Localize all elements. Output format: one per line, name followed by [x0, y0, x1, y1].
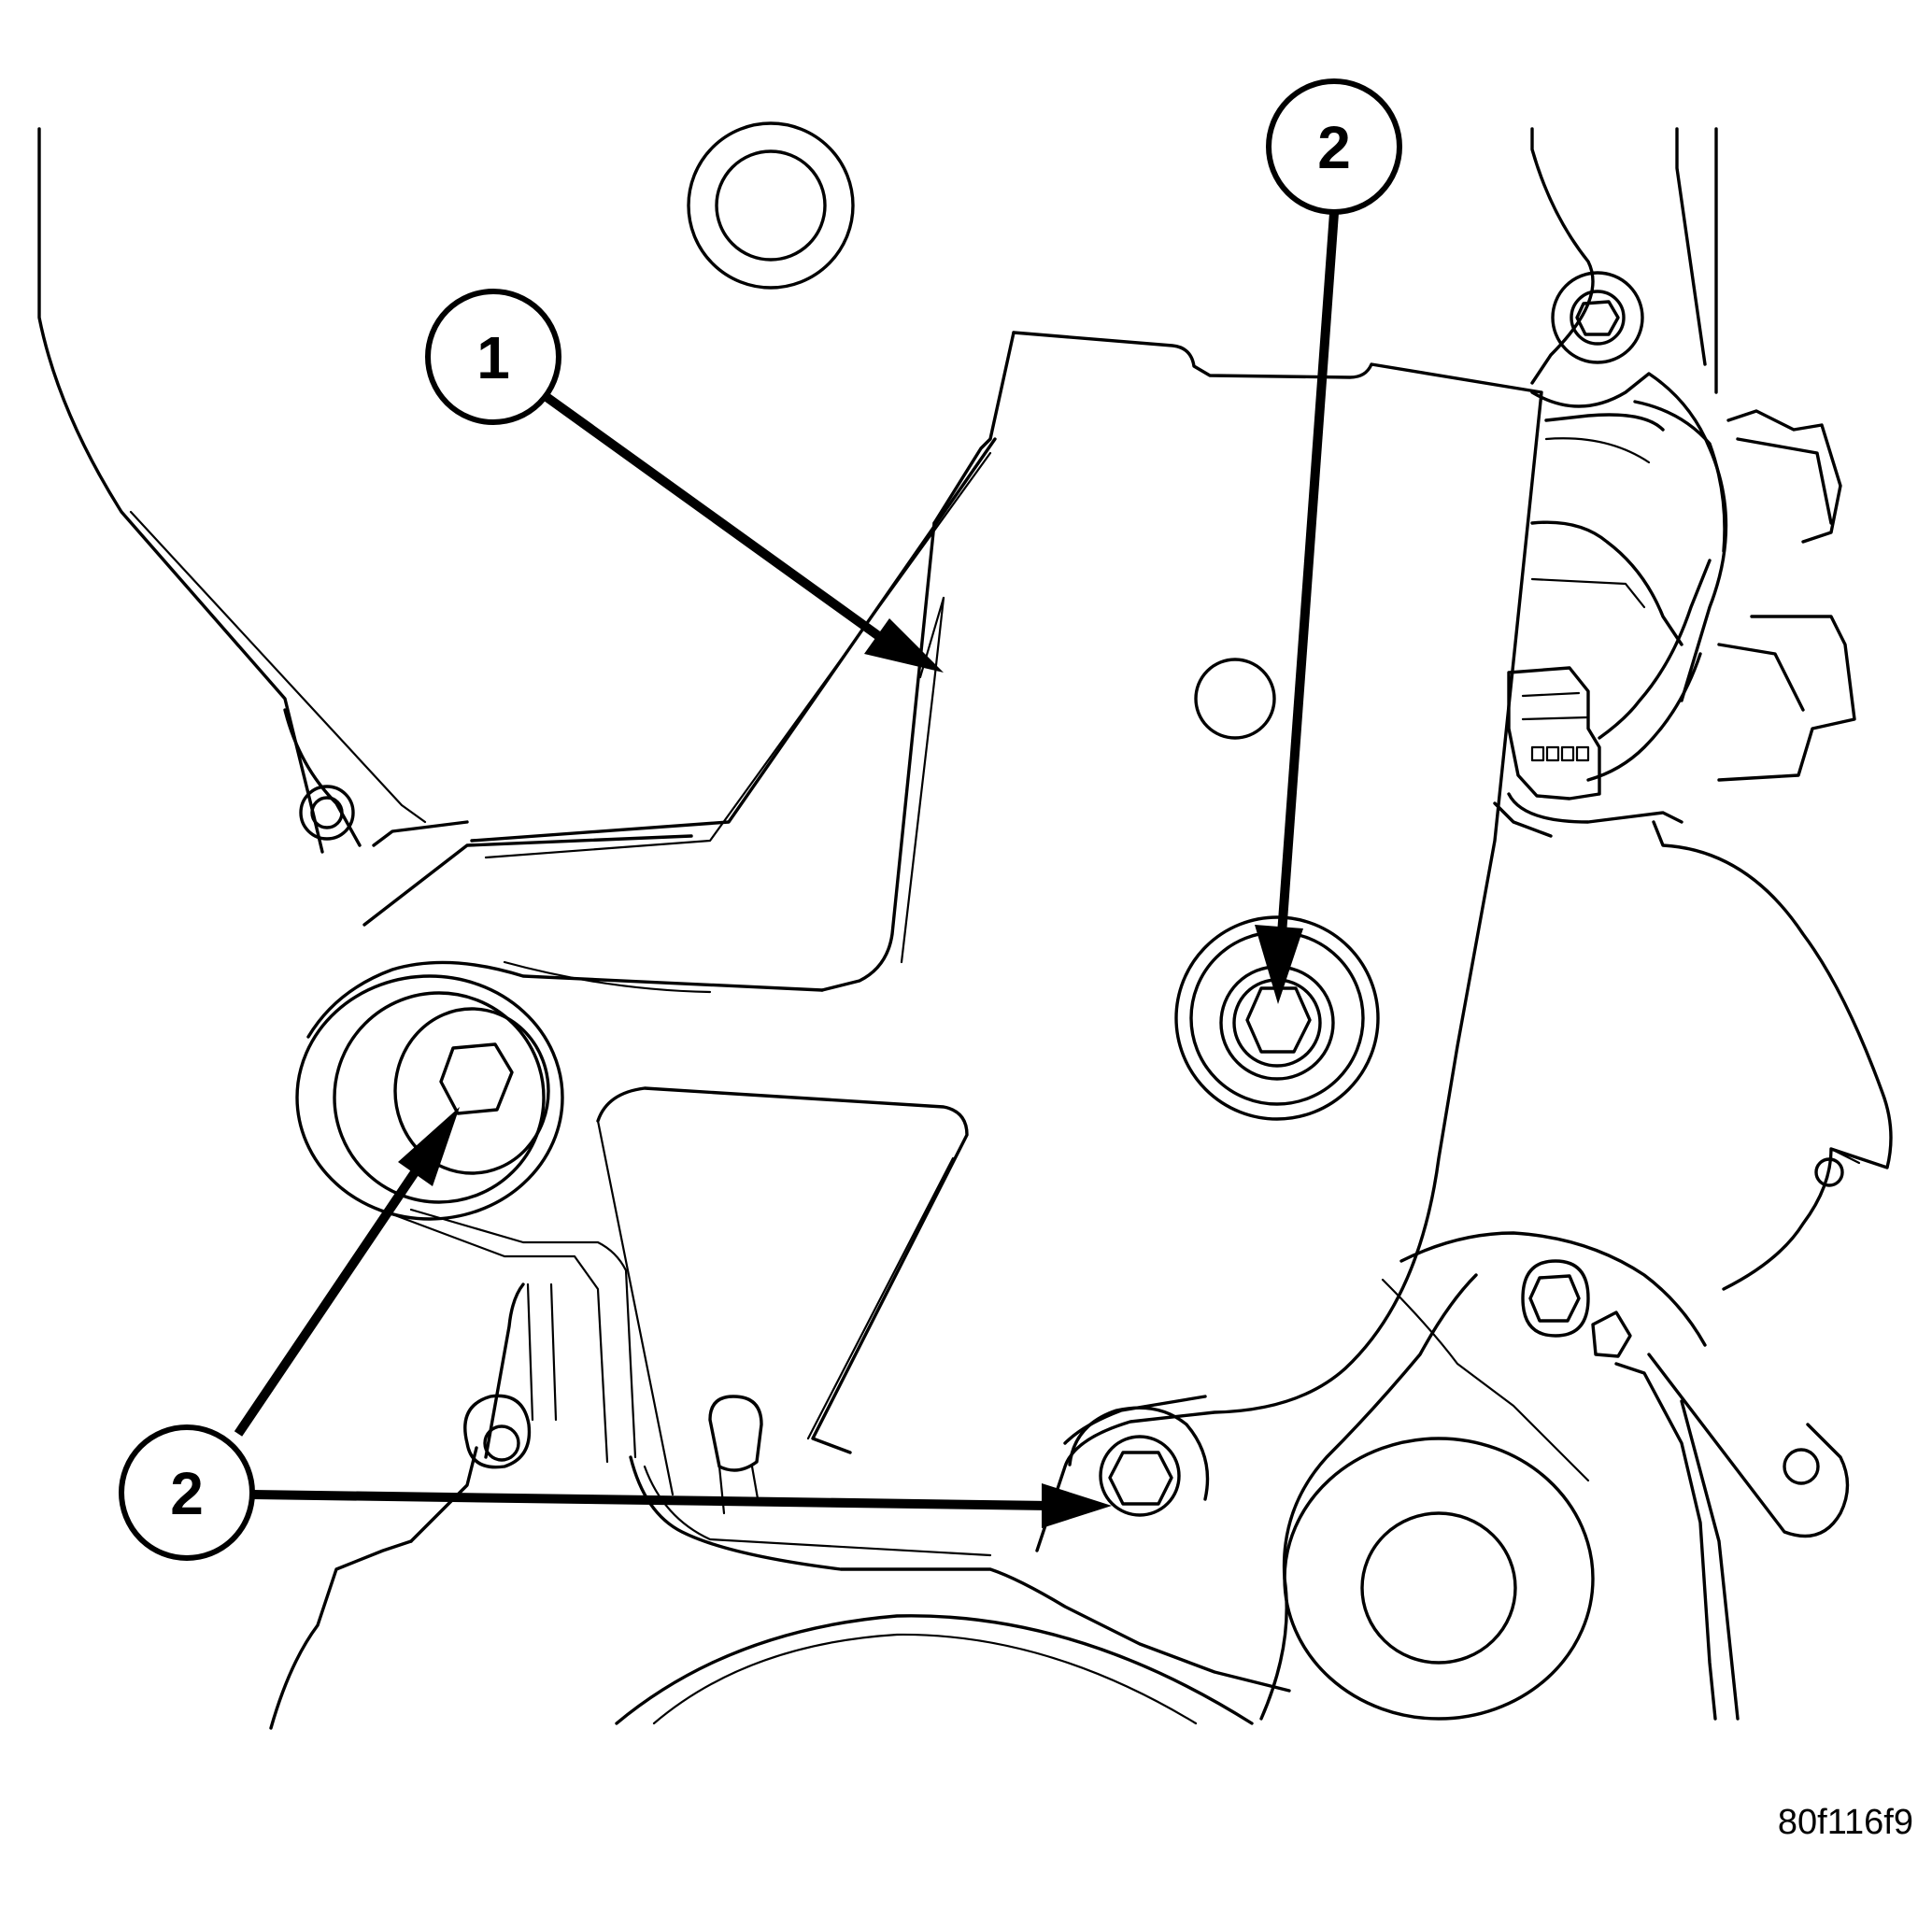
arrowhead-2-top [1255, 925, 1303, 1004]
arrowhead-1 [864, 618, 944, 673]
engine-block-outline [37, 127, 997, 927]
callout-2-top: 2 [1266, 78, 1402, 215]
top-plug [687, 121, 855, 290]
callout-1-label: 1 [476, 324, 510, 391]
leader-line-1 [544, 392, 883, 642]
callout-2-bottom: 2 [119, 1424, 255, 1561]
arrowhead-2-left [398, 1107, 460, 1186]
leader-line-2-top [1277, 212, 1339, 935]
callout-2-top-label: 2 [1317, 114, 1351, 181]
lower-opening [596, 1086, 969, 1515]
arrowhead-2-right [1042, 1483, 1112, 1528]
right-pulley-housing [1259, 820, 1893, 1721]
leader-line-2-left [234, 1169, 419, 1437]
bottom-housing [269, 1282, 1291, 1730]
callout-1: 1 [425, 289, 561, 425]
leader-arrows [234, 212, 1339, 1528]
timing-cover-plate [306, 331, 1543, 1552]
upper-right-mount [1530, 127, 1856, 782]
callout-2-bottom-label: 2 [170, 1460, 204, 1527]
figure-id: 80f116f9 [1777, 1803, 1913, 1842]
left-pulley-boss [295, 974, 637, 1464]
leader-line-2-right [251, 1490, 1052, 1510]
bottom-bolt [1068, 1406, 1210, 1517]
sensor-connector [1493, 559, 1712, 838]
